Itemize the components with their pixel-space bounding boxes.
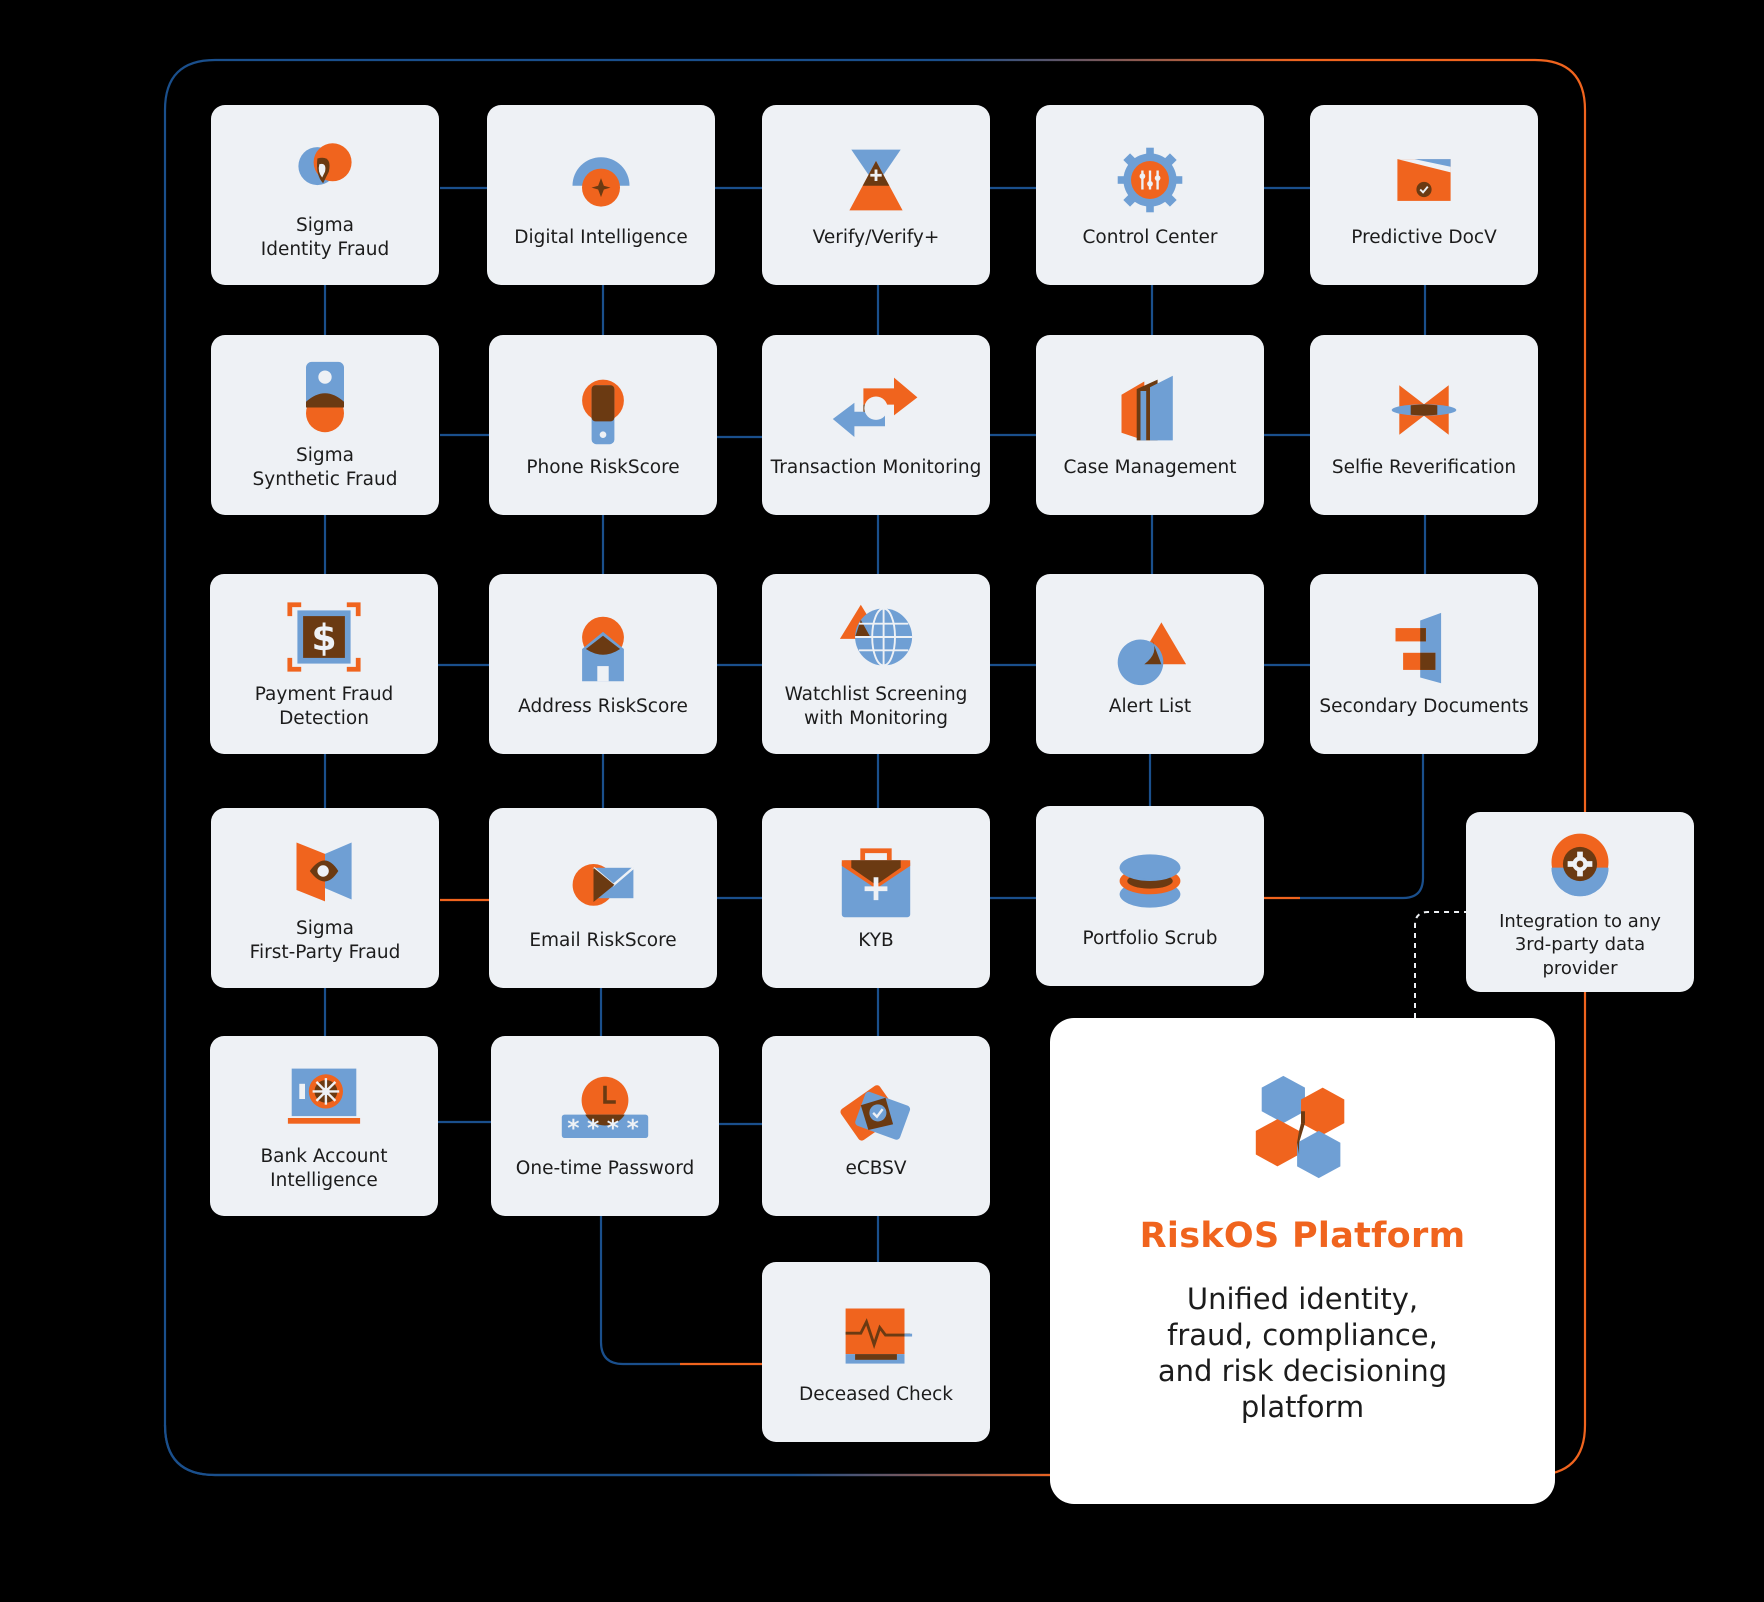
tile-digital-intelligence[interactable]: Digital Intelligence (487, 105, 715, 285)
synthetic-person-icon (280, 358, 370, 438)
tile-label: Selfie Reverification (1331, 456, 1517, 478)
tile-label: Email RiskScore (529, 929, 677, 951)
transaction-arrows-icon (831, 370, 921, 450)
tile-portfolio-scrub[interactable]: Portfolio Scrub (1036, 806, 1264, 986)
tile-label: Transaction Monitoring (770, 456, 982, 478)
tile-verify[interactable]: Verify/Verify+ (762, 105, 990, 285)
tile-label: Predictive DocV (1351, 226, 1497, 248)
tile-case-management[interactable]: Case Management (1036, 335, 1264, 515)
tile-control-center[interactable]: Control Center (1036, 105, 1264, 285)
secondary-docs-icon (1379, 609, 1469, 689)
digital-intelligence-icon (556, 140, 646, 220)
tile-label: Secondary Documents (1319, 695, 1529, 717)
tile-label: Phone RiskScore (526, 456, 680, 478)
tile-label: Verify/Verify+ (812, 226, 940, 248)
tile-label: Alert List (1108, 695, 1192, 717)
first-party-eye-icon (280, 831, 370, 911)
tile-sigma-identity-fraud[interactable]: Sigma Identity Fraud (211, 105, 439, 285)
tile-label: Case Management (1063, 456, 1237, 478)
platform-title: RiskOS Platform (1139, 1216, 1466, 1256)
platform-description: Unified identity, fraud, compliance, and… (1157, 1282, 1448, 1424)
riskos-platform-card[interactable]: RiskOS Platform Unified identity, fraud,… (1050, 1018, 1555, 1504)
tile-predictive-docv[interactable]: Predictive DocV (1310, 105, 1538, 285)
bank-vault-icon (279, 1059, 369, 1139)
tile-email-riskscore[interactable]: Email RiskScore (489, 808, 717, 988)
tile-label: Deceased Check (798, 1383, 954, 1405)
tile-label: Integration to any 3rd-party data provid… (1499, 910, 1661, 979)
tile-label: Bank Account Intelligence (260, 1145, 388, 1191)
house-pin-icon (558, 609, 648, 689)
riskos-hexagon-logo-icon (1244, 1068, 1362, 1190)
tile-label: Sigma First-Party Fraud (249, 917, 401, 963)
verify-icon (831, 140, 921, 220)
svg-text:*: * (567, 1114, 579, 1142)
integration-gear-icon (1535, 824, 1625, 904)
svg-text:*: * (587, 1114, 599, 1142)
tile-label: One-time Password (515, 1157, 695, 1179)
svg-text:$: $ (311, 617, 336, 659)
tile-alert-list[interactable]: Alert List (1036, 574, 1264, 754)
svg-text:*: * (607, 1114, 619, 1142)
layers-icon (1105, 841, 1195, 921)
tile-payment-fraud-detection[interactable]: $ Payment Fraud Detection (210, 574, 438, 754)
tile-label: Address RiskScore (518, 695, 688, 717)
tile-sigma-first-party-fraud[interactable]: Sigma First-Party Fraud (211, 808, 439, 988)
sigma-identity-fraud-icon (280, 128, 370, 208)
tile-watchlist-screening[interactable]: Watchlist Screening with Monitoring (762, 574, 990, 754)
tile-label: Sigma Synthetic Fraud (252, 444, 398, 490)
tile-one-time-password[interactable]: * * * * One-time Password (491, 1036, 719, 1216)
dollar-icon: $ (279, 597, 369, 677)
tile-ecbsv[interactable]: eCBSV (762, 1036, 990, 1216)
tile-integration[interactable]: Integration to any 3rd-party data provid… (1466, 812, 1694, 992)
tile-label: Portfolio Scrub (1082, 927, 1218, 949)
briefcase-icon (831, 843, 921, 923)
tile-kyb[interactable]: KYB (762, 808, 990, 988)
document-check-icon (1379, 140, 1469, 220)
svg-text:*: * (627, 1114, 639, 1142)
card-check-icon (831, 1071, 921, 1151)
tile-selfie-reverification[interactable]: Selfie Reverification (1310, 335, 1538, 515)
globe-icon (831, 597, 921, 677)
tile-label: KYB (858, 929, 894, 951)
envelope-icon (558, 843, 648, 923)
bowtie-icon (1379, 370, 1469, 450)
tile-transaction-monitoring[interactable]: Transaction Monitoring (762, 335, 990, 515)
heartbeat-monitor-icon (831, 1297, 921, 1377)
folders-icon (1105, 370, 1195, 450)
alert-triangle-icon (1105, 609, 1195, 689)
phone-icon (558, 370, 648, 450)
tile-address-riskscore[interactable]: Address RiskScore (489, 574, 717, 754)
tile-bank-account-intelligence[interactable]: Bank Account Intelligence (210, 1036, 438, 1216)
tile-phone-riskscore[interactable]: Phone RiskScore (489, 335, 717, 515)
frame-bottom (163, 1424, 1060, 1477)
tile-deceased-check[interactable]: Deceased Check (762, 1262, 990, 1442)
tile-label: Digital Intelligence (514, 226, 688, 248)
tile-secondary-documents[interactable]: Secondary Documents (1310, 574, 1538, 754)
tile-label: eCBSV (845, 1157, 907, 1179)
gear-icon (1105, 140, 1195, 220)
tile-label: Control Center (1082, 226, 1218, 248)
password-clock-icon: * * * * (560, 1071, 650, 1151)
tile-sigma-synthetic-fraud[interactable]: Sigma Synthetic Fraud (211, 335, 439, 515)
tile-label: Payment Fraud Detection (254, 683, 394, 729)
tile-label: Watchlist Screening with Monitoring (784, 683, 968, 729)
tile-label: Sigma Identity Fraud (260, 214, 390, 260)
